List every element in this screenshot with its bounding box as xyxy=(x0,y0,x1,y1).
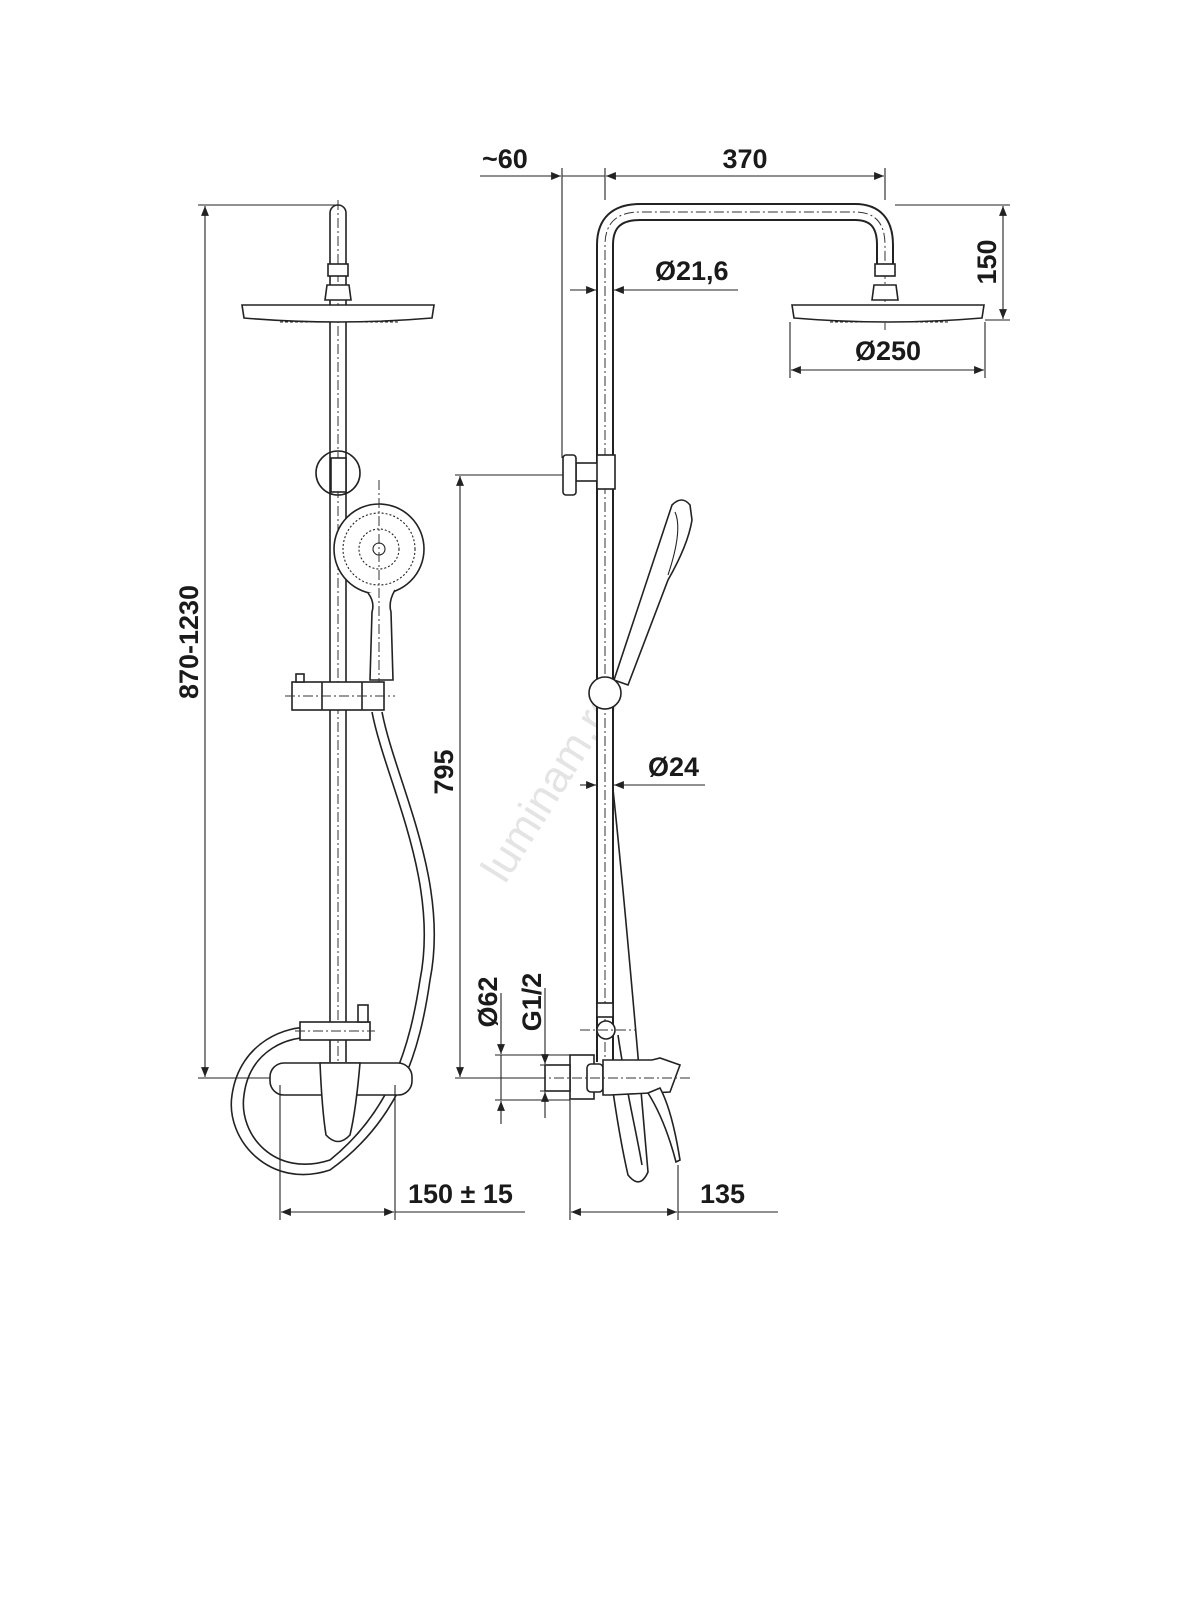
mixer-side xyxy=(602,1057,682,1096)
dim-arm-length: 370 xyxy=(722,144,767,174)
front-view xyxy=(230,200,436,1176)
head-nut xyxy=(327,263,349,277)
head-nut-side xyxy=(874,263,896,277)
dim-escutcheon-diameter: Ø62 xyxy=(473,976,503,1027)
bracket-ring xyxy=(315,450,361,496)
dim-head-drop: 150 xyxy=(972,239,1002,284)
side-view-dimensions: ~60 370 150 Ø21,6 Ø250 795 Ø24 Ø62 G1/2 xyxy=(429,144,1010,1220)
dim-rail-diameter: Ø24 xyxy=(648,752,699,782)
hose-side xyxy=(604,779,649,1183)
dim-thread: G1/2 xyxy=(517,973,547,1032)
front-view-dimensions: 870-1230 150 ± 15 xyxy=(174,204,525,1220)
side-view xyxy=(500,203,985,1183)
dim-height-range: 870-1230 xyxy=(174,585,204,699)
head-cone xyxy=(324,284,352,301)
dim-approx-offset: ~60 xyxy=(482,144,528,174)
overhead-shower-side xyxy=(791,304,985,323)
dim-pipe-diameter: Ø21,6 xyxy=(655,256,729,286)
wall-bracket xyxy=(575,462,599,482)
dim-projection: 135 xyxy=(700,1179,745,1209)
dim-inlet-spacing: 150 ± 15 xyxy=(408,1179,513,1209)
mixer-lever xyxy=(319,1062,361,1143)
slider-ball xyxy=(588,676,622,710)
dim-bracket-height: 795 xyxy=(429,749,459,794)
hand-shower-side xyxy=(612,499,693,687)
dim-head-diameter: Ø250 xyxy=(855,336,921,366)
overhead-shower xyxy=(241,304,435,323)
hose xyxy=(230,711,436,1176)
lever-side xyxy=(646,1086,681,1164)
